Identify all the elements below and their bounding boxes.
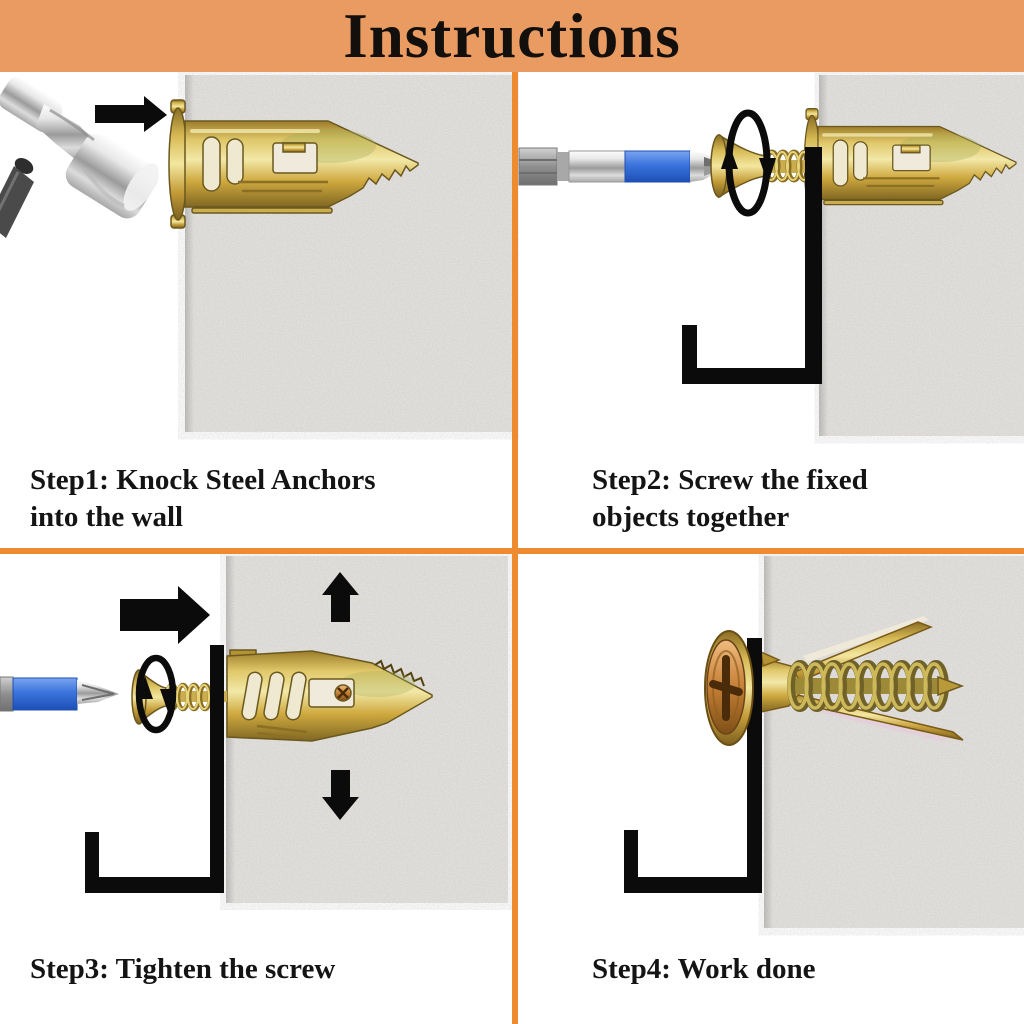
- down-arrow-icon: [322, 770, 359, 820]
- caption-step-3-line-1: Step3: Tighten the screw: [30, 953, 336, 985]
- driver-bit-icon: [518, 147, 727, 186]
- up-arrow-icon: [322, 572, 359, 622]
- panel-step-3: [0, 556, 508, 903]
- caption-step-1-line-2: into the wall: [30, 501, 184, 533]
- expanded-anchor-icon: [226, 649, 433, 742]
- wall-texture: [764, 556, 1024, 928]
- header-banner: Instructions: [0, 0, 1024, 72]
- bracket-object-icon: [85, 645, 224, 893]
- washer-screw-head-icon: [704, 630, 754, 746]
- caption-step-4: Step4: Work done: [592, 951, 815, 988]
- panel-step-2: [518, 75, 1024, 436]
- page-title: Instructions: [343, 0, 681, 71]
- panel-step-4: [624, 556, 1024, 928]
- caption-step-4-line-1: Step4: Work done: [592, 953, 816, 985]
- hammer-icon: [0, 77, 159, 238]
- panel-step-1: [0, 75, 512, 432]
- caption-step-2-line-2: objects together: [592, 501, 790, 533]
- caption-step-2: Step2: Screw the fixed objects together: [592, 462, 868, 536]
- caption-step-3: Step3: Tighten the screw: [30, 951, 335, 988]
- caption-step-1: Step1: Knock Steel Anchors into the wall: [30, 462, 376, 536]
- vertical-divider: [512, 72, 518, 1024]
- rotation-arrow-icon: [721, 109, 776, 217]
- right-arrow-icon: [120, 586, 210, 644]
- caption-step-2-line-1: Step2: Screw the fixed: [592, 464, 868, 496]
- right-arrow-icon: [95, 96, 167, 132]
- driver-bit-icon: [0, 676, 119, 712]
- screw-thread-icon: [787, 660, 965, 712]
- caption-step-1-line-1: Step1: Knock Steel Anchors: [30, 464, 376, 496]
- rotation-arrow-icon: [135, 654, 177, 734]
- bracket-object-icon: [682, 147, 822, 384]
